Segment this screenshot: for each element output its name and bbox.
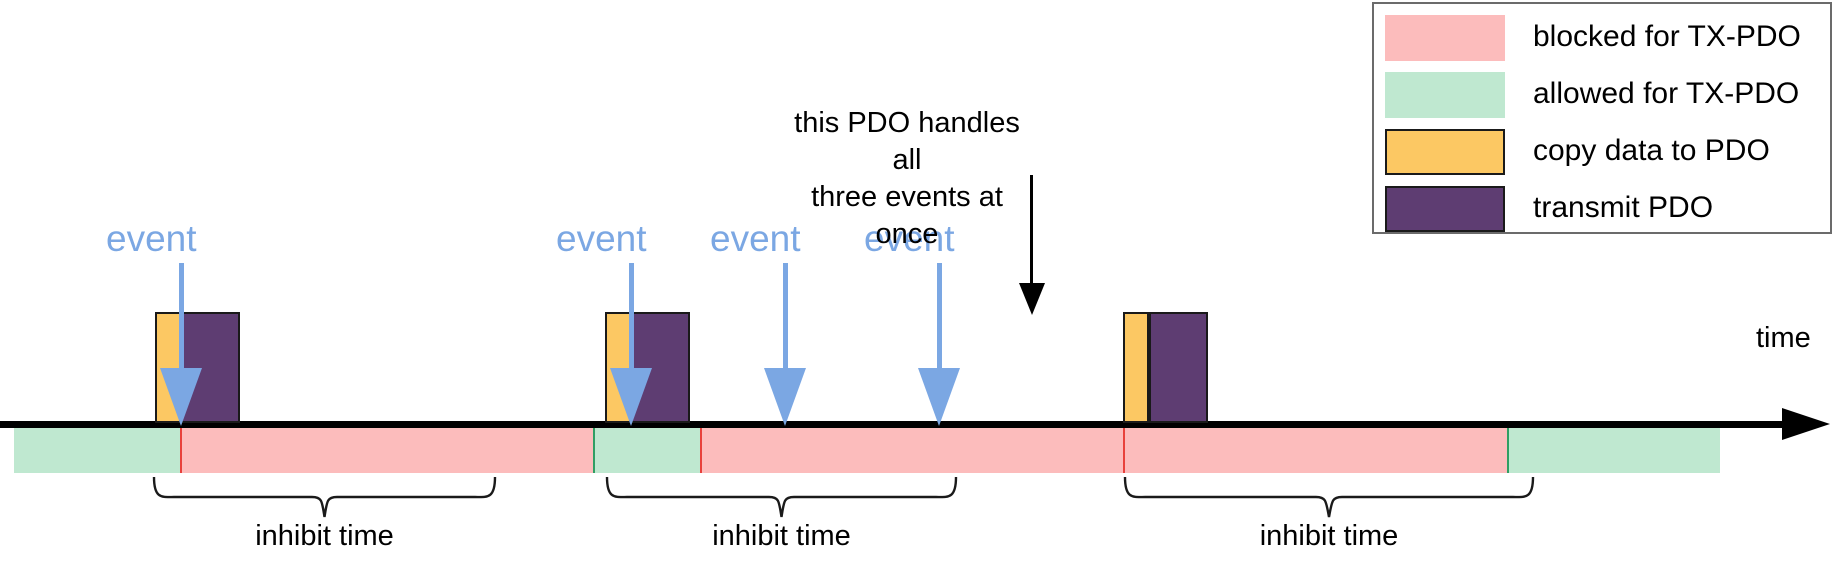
time-axis-arrowhead-icon xyxy=(1782,408,1830,440)
copy-data-block-3 xyxy=(1123,312,1149,423)
event-arrow-stem-4 xyxy=(937,263,942,368)
legend-label-transmit: transmit PDO xyxy=(1533,191,1714,224)
annotation-arrow-stem xyxy=(1030,175,1033,288)
event-arrow-stem-1 xyxy=(179,263,184,368)
event-label-1: event xyxy=(106,218,197,259)
legend-swatch-transmit xyxy=(1385,186,1505,232)
event-arrowhead-icon-1 xyxy=(160,368,202,426)
legend-item-allowed: allowed for TX-PDO xyxy=(1385,72,1823,118)
legend-label-blocked: blocked for TX-PDO xyxy=(1533,20,1801,53)
inhibit-brace-label-2: inhibit time xyxy=(712,520,851,552)
event-label-4: event xyxy=(864,218,955,259)
legend-swatch-allowed xyxy=(1385,72,1505,118)
event-label-2: event xyxy=(556,218,647,259)
band-allowed-3 xyxy=(1507,428,1720,473)
band-blocked-3 xyxy=(1123,428,1507,473)
legend-swatch-copy xyxy=(1385,129,1505,175)
event-arrow-stem-3 xyxy=(783,263,788,368)
band-allowed-2 xyxy=(593,428,700,473)
band-blocked-2 xyxy=(700,428,1123,473)
event-label-3: event xyxy=(710,218,801,259)
legend-swatch-blocked xyxy=(1385,15,1505,61)
transmit-pdo-block-3 xyxy=(1149,312,1208,423)
event-arrow-stem-2 xyxy=(629,263,634,368)
legend-box: blocked for TX-PDO allowed for TX-PDO co… xyxy=(1372,2,1832,234)
annotation-text: this PDO handles all three events at onc… xyxy=(794,107,1020,251)
inhibit-brace-1 xyxy=(152,477,497,519)
legend-item-blocked: blocked for TX-PDO xyxy=(1385,15,1823,61)
inhibit-brace-label-1: inhibit time xyxy=(255,520,394,552)
annotation-arrowhead-icon xyxy=(1019,283,1045,315)
inhibit-brace-3 xyxy=(1123,477,1535,519)
time-axis-label: time xyxy=(1756,322,1811,354)
band-blocked-1 xyxy=(180,428,593,473)
inhibit-brace-2 xyxy=(605,477,958,519)
legend-item-transmit: transmit PDO xyxy=(1385,186,1823,232)
legend-label-copy: copy data to PDO xyxy=(1533,134,1770,167)
event-arrowhead-icon-4 xyxy=(918,368,960,426)
legend-label-allowed: allowed for TX-PDO xyxy=(1533,77,1800,110)
event-arrowhead-icon-2 xyxy=(610,368,652,426)
event-arrowhead-icon-3 xyxy=(764,368,806,426)
inhibit-brace-label-3: inhibit time xyxy=(1259,520,1399,552)
legend-item-copy: copy data to PDO xyxy=(1385,129,1823,175)
time-axis-line xyxy=(0,421,1790,428)
band-allowed-1 xyxy=(14,428,180,473)
